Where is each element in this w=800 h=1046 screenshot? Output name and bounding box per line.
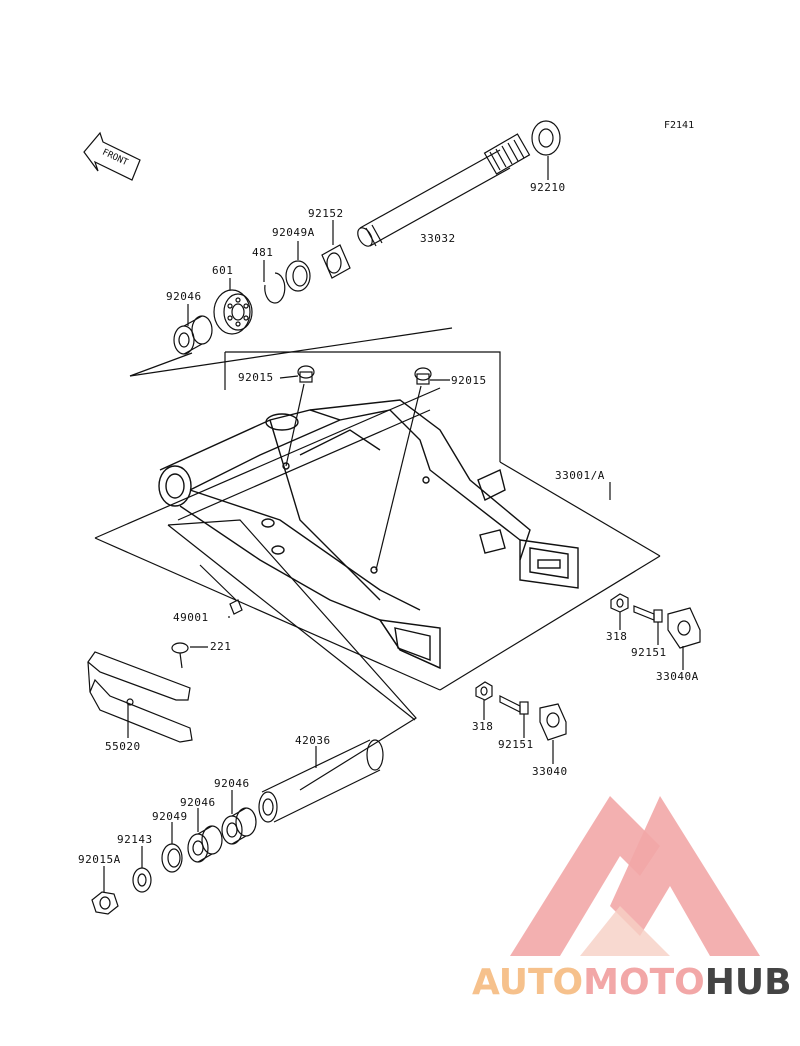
needle-bearing-92046-top <box>173 315 213 355</box>
front-arrow-icon: FRONT <box>83 131 141 181</box>
label-481: 481 <box>252 246 274 259</box>
label-92049A: 92049A <box>272 226 315 239</box>
label-92046-b2: 92046 <box>180 796 216 809</box>
sleeve-42036 <box>258 739 384 823</box>
bolt-92151-mid <box>499 695 529 715</box>
nut-92210 <box>531 120 561 156</box>
seal-92049A <box>285 260 311 292</box>
label-92151-right: 92151 <box>631 646 667 659</box>
nut-318-right <box>610 593 629 613</box>
adjuster-33040A <box>667 607 701 649</box>
label-49001: 49001 <box>173 611 209 624</box>
bearing-601 <box>213 289 253 335</box>
label-318-mid: 318 <box>472 720 494 733</box>
automotohub-logo <box>510 796 760 956</box>
bolt-92151-right <box>633 605 663 623</box>
swingarm-33001A <box>158 399 579 670</box>
grease-fitting-49001 <box>199 564 243 615</box>
label-92015-right: 92015 <box>451 374 487 387</box>
nut-92015A <box>91 891 119 915</box>
watermark-part-auto: AUTO <box>472 962 584 1003</box>
adjuster-33040 <box>539 703 567 741</box>
watermark-part-hub: HUB <box>704 962 792 1003</box>
label-55020: 55020 <box>105 740 141 753</box>
label-92210: 92210 <box>530 181 566 194</box>
needle-bearing-92046-b1 <box>221 807 257 845</box>
collar-92143 <box>132 867 152 893</box>
chain-guide-55020 <box>87 651 193 743</box>
collar-92152 <box>321 244 351 279</box>
grease-nipple-92015-right <box>375 367 432 571</box>
label-33032: 33032 <box>420 232 456 245</box>
bolt-221 <box>171 642 189 669</box>
label-601: 601 <box>212 264 234 277</box>
label-221: 221 <box>210 640 232 653</box>
grease-nipple-92015-left <box>285 365 315 467</box>
label-42036: 42036 <box>295 734 331 747</box>
label-92015-left: 92015 <box>238 371 274 384</box>
label-33001A: 33001/A <box>555 469 605 482</box>
watermark-text: AUTOMOTOHUB <box>472 962 792 1003</box>
label-92049: 92049 <box>152 810 188 823</box>
label-92046-b1: 92046 <box>214 777 250 790</box>
label-33040: 33040 <box>532 765 568 778</box>
label-33040A: 33040A <box>656 670 699 683</box>
label-92015A: 92015A <box>78 853 121 866</box>
nut-318-mid <box>475 681 493 701</box>
label-92152: 92152 <box>308 207 344 220</box>
seal-92049 <box>161 843 183 873</box>
needle-bearing-92046-b2 <box>187 825 223 863</box>
watermark-part-moto: MOTO <box>583 962 705 1003</box>
label-92143: 92143 <box>117 833 153 846</box>
circlip-481 <box>264 272 286 304</box>
axle-33032 <box>357 133 531 247</box>
label-318-right: 318 <box>606 630 628 643</box>
label-92151-mid: 92151 <box>498 738 534 751</box>
diagram-ref-code: F2141 <box>664 120 695 131</box>
label-92046-top: 92046 <box>166 290 202 303</box>
